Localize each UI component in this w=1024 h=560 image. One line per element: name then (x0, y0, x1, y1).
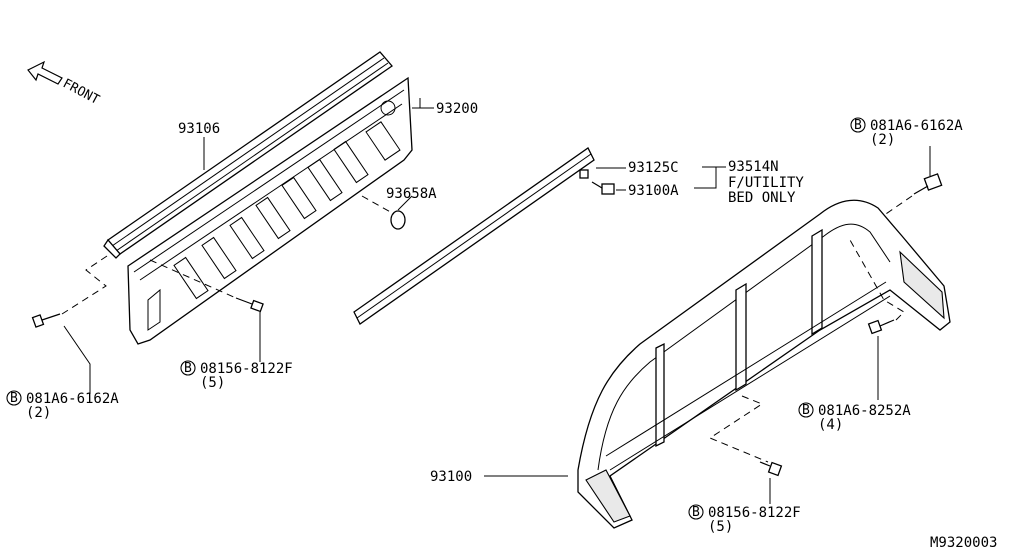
label-93100A: 93100A (628, 183, 679, 199)
rail-93106 (103, 51, 393, 259)
bolt-bottom-icon (759, 461, 783, 477)
front-label: FRONT (60, 76, 102, 108)
svg-text:B: B (854, 118, 862, 133)
bolt-center-icon (235, 297, 264, 313)
fastener-badge-top-right (850, 117, 866, 133)
svg-text:B: B (692, 505, 700, 520)
grommet-93658A (390, 210, 406, 230)
label-center-bolt-qty: (5) (200, 375, 225, 391)
fastener-badge-center (180, 360, 196, 376)
label-93514N: 93514N (728, 159, 779, 175)
label-93106: 93106 (178, 121, 220, 137)
diagram-id: M9320003 (930, 535, 997, 551)
fastener-badge-bottom (688, 504, 704, 520)
svg-text:B: B (184, 361, 192, 376)
label-right-bolt-qty: (4) (818, 417, 843, 433)
leader-93200 (412, 98, 421, 109)
screw-93100A-icon (591, 181, 615, 195)
bolt-right-icon (867, 319, 895, 335)
label-top-right-bolt-qty: (2) (870, 132, 895, 148)
label-left-bolt-qty: (2) (26, 405, 51, 421)
bolt-left-icon (31, 313, 61, 328)
rack-93100 (577, 199, 951, 529)
seal-strip (353, 147, 595, 325)
svg-text:B: B (10, 391, 18, 406)
label-93200: 93200 (436, 101, 478, 117)
label-bottom-bolt-qty: (5) (708, 519, 733, 535)
clip-93125C-icon (579, 169, 589, 179)
label-93125C: 93125C (628, 160, 679, 176)
label-93514N-note1: F/UTILITY (728, 175, 804, 191)
label-93658A: 93658A (386, 186, 437, 202)
label-right-bolt-code: 081A6-8252A (818, 403, 911, 419)
label-center-bolt-code: 08156-8122F (200, 361, 293, 377)
label-93514N-note2: BED ONLY (728, 190, 796, 206)
panel-93200 (127, 76, 413, 345)
fastener-badge-left (6, 390, 22, 406)
label-93100: 93100 (430, 469, 472, 485)
label-left-bolt-code: 081A6-6162A (26, 391, 119, 407)
label-top-right-bolt-code: 081A6-6162A (870, 118, 963, 134)
front-arrow-icon (27, 60, 63, 85)
fastener-badge-right (798, 402, 814, 418)
svg-text:B: B (802, 403, 810, 418)
bolt-top-right-icon (913, 173, 943, 195)
label-bottom-bolt-code: 08156-8122F (708, 505, 801, 521)
